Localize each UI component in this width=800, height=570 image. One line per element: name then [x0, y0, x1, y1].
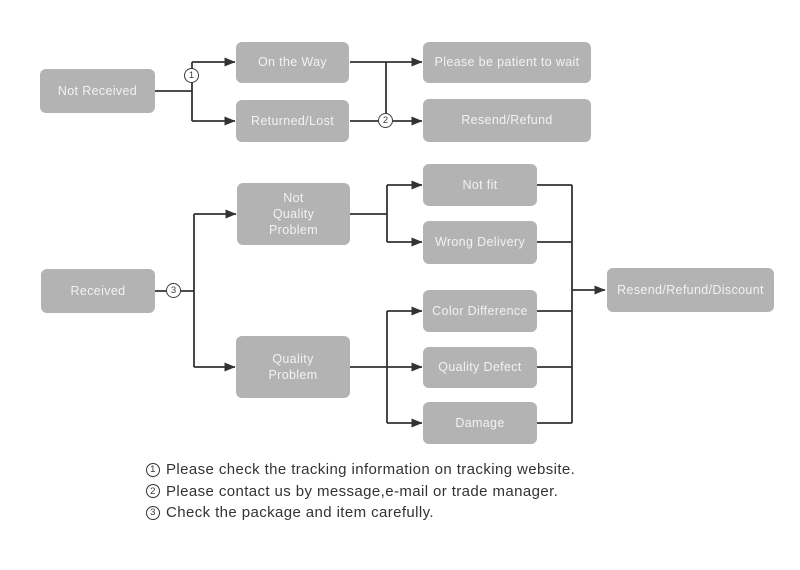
node-label: Quality Defect [438, 360, 522, 375]
node-label: Wrong Delivery [434, 235, 526, 250]
node-not-quality-problem: Not Quality Problem [237, 183, 350, 245]
footnote-3: 3 Check the package and item carefully. [146, 502, 575, 524]
node-not-received: Not Received [40, 69, 155, 113]
node-wrong-delivery: Wrong Delivery [423, 221, 537, 264]
node-label: On the Way [257, 55, 328, 70]
node-quality-problem: Quality Problem [236, 336, 350, 398]
node-label: Returned/Lost [250, 113, 335, 128]
footnote-text: Please check the tracking information on… [166, 461, 576, 479]
circled-number-1: 1 [184, 68, 199, 83]
node-label: Received [70, 283, 126, 298]
node-please-be-patient: Please be patient to wait [423, 42, 591, 83]
footnote-text: Check the package and item carefully. [166, 504, 434, 522]
circled-number-label: 3 [170, 284, 177, 296]
footnotes: 1 Please check the tracking information … [146, 459, 575, 524]
node-resend-refund: Resend/Refund [423, 99, 591, 142]
footnote-text: Please contact us by message,e-mail or t… [166, 482, 559, 500]
footnote-2: 2 Please contact us by message,e-mail or… [146, 481, 575, 503]
node-received: Received [41, 269, 155, 313]
circled-number-3-icon: 3 [146, 505, 160, 520]
node-label: Quality Problem [268, 351, 318, 382]
node-label: Not fit [462, 177, 498, 192]
footnote-1: 1 Please check the tracking information … [146, 459, 575, 481]
node-on-the-way: On the Way [236, 42, 349, 83]
node-color-difference: Color Difference [423, 290, 537, 332]
circled-number-2-icon: 2 [146, 484, 160, 499]
node-label: Resend/Refund [461, 113, 553, 128]
node-label: Not Quality Problem [269, 190, 318, 238]
node-not-fit: Not fit [423, 164, 537, 206]
node-label: Color Difference [432, 303, 528, 318]
circled-number-label: 1 [188, 69, 195, 81]
node-quality-defect: Quality Defect [423, 347, 537, 388]
node-returned-lost: Returned/Lost [236, 100, 349, 142]
node-label: Not Received [57, 83, 138, 98]
node-label: Please be patient to wait [434, 55, 580, 70]
node-label: Resend/Refund/Discount [617, 282, 764, 297]
circled-number-1-icon: 1 [146, 462, 160, 477]
node-resend-refund-discount: Resend/Refund/Discount [607, 268, 774, 312]
node-damage: Damage [423, 402, 537, 444]
node-label: Damage [455, 415, 505, 430]
circled-number-2: 2 [378, 113, 393, 128]
circled-number-3: 3 [166, 283, 181, 298]
circled-number-label: 2 [382, 114, 389, 126]
